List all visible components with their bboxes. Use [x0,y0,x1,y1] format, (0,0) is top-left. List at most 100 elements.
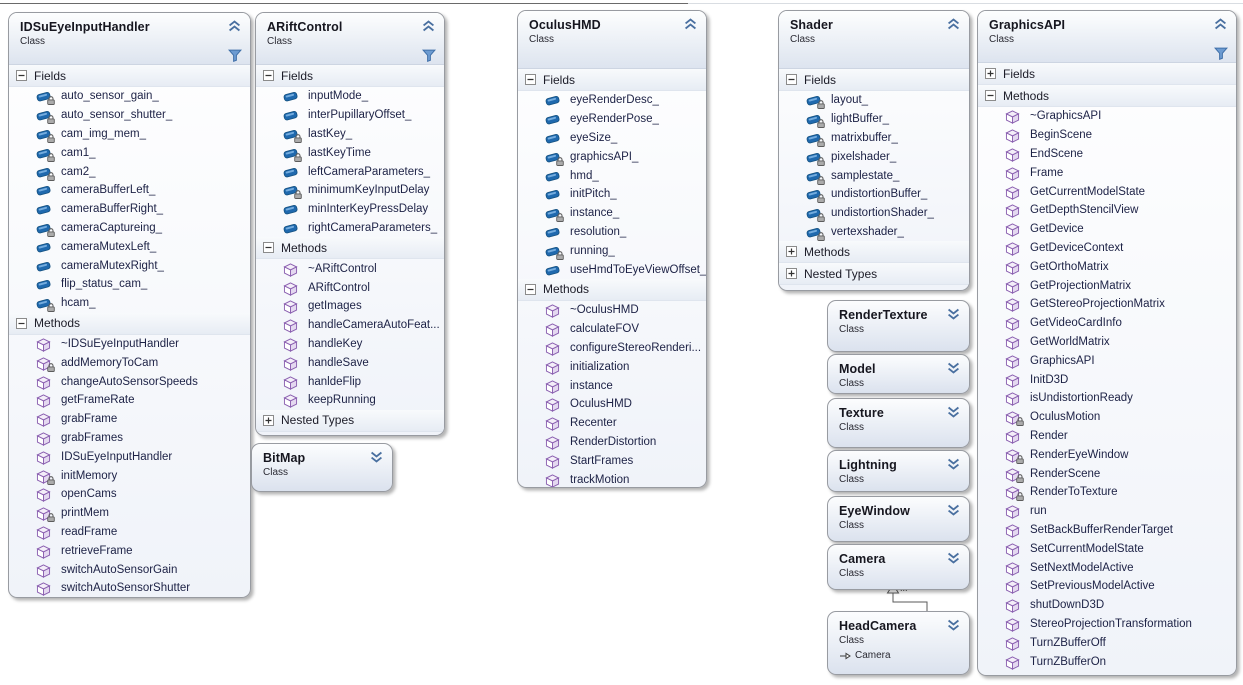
expand-chevron-icon[interactable] [946,362,961,374]
member-row[interactable]: samplestate_ [779,166,969,185]
expand-chevron-icon[interactable] [369,451,384,463]
member-row[interactable]: cam1_ [9,143,250,162]
member-row[interactable]: retrieveFrame [9,541,250,560]
member-row[interactable]: IDSuEyeInputHandler [9,447,250,466]
member-row[interactable]: flip_status_cam_ [9,275,250,294]
member-row[interactable]: ~GraphicsAPI [978,107,1236,126]
member-row[interactable]: vertexshader_ [779,223,969,242]
member-row[interactable]: instance [518,376,706,395]
member-row[interactable]: RenderEyeWindow [978,445,1236,464]
member-row[interactable]: switchAutoSensorGain [9,560,250,579]
section-header-nested-types[interactable]: Nested Types [256,409,444,432]
member-row[interactable]: auto_sensor_gain_ [9,87,250,106]
member-row[interactable]: GetCurrentModelState [978,182,1236,201]
collapse-chevron-icon[interactable] [946,18,961,30]
filter-funnel-icon[interactable] [422,49,436,62]
collapse-expander-icon[interactable] [525,74,536,85]
section-header-methods[interactable]: Methods [978,85,1236,107]
member-row[interactable]: getFrameRate [9,391,250,410]
section-header-methods[interactable]: Methods [779,241,969,264]
member-row[interactable]: grabFrame [9,410,250,429]
member-row[interactable]: GetDevice [978,220,1236,239]
member-row[interactable]: undistortionBuffer_ [779,185,969,204]
member-row[interactable]: addMemoryToCam [9,353,250,372]
member-row[interactable]: Render [978,427,1236,446]
collapse-expander-icon[interactable] [16,317,27,329]
member-row[interactable]: TurnZBufferOff [978,633,1236,652]
collapse-expander-icon[interactable] [263,70,274,81]
member-row[interactable]: hcam_ [9,294,250,313]
expand-expander-icon[interactable] [985,68,996,79]
expand-expander-icon[interactable] [786,268,797,280]
member-row[interactable]: grabFrames [9,429,250,448]
member-row[interactable]: StartFrames [518,451,706,470]
member-row[interactable]: openCams [9,485,250,504]
member-row[interactable]: shutDownD3D [978,596,1236,615]
expand-chevron-icon[interactable] [946,504,961,516]
member-row[interactable]: GetOrthoMatrix [978,257,1236,276]
member-row[interactable]: BeginScene [978,126,1236,145]
collapse-expander-icon[interactable] [525,283,536,295]
member-row[interactable]: initMemory [9,466,250,485]
member-row[interactable]: StereoProjectionTransformation [978,615,1236,634]
collapse-expander-icon[interactable] [263,242,274,254]
member-row[interactable]: cameraMutexRight_ [9,256,250,275]
member-row[interactable]: instance_ [518,204,706,223]
member-row[interactable]: layout_ [779,91,969,110]
member-row[interactable]: SetNextModelActive [978,558,1236,577]
collapse-chevron-icon[interactable] [227,20,242,32]
member-row[interactable]: GetProjectionMatrix [978,276,1236,295]
member-row[interactable]: hanldeFlip [256,372,444,391]
member-row[interactable]: readFrame [9,523,250,542]
member-row[interactable]: ARiftControl [256,278,444,297]
member-row[interactable]: SetPreviousModelActive [978,577,1236,596]
filter-funnel-icon[interactable] [228,49,242,62]
member-row[interactable]: interPupillaryOffset_ [256,106,444,125]
member-row[interactable]: matrixbuffer_ [779,129,969,148]
member-row[interactable]: eyeRenderPose_ [518,110,706,129]
expand-chevron-icon[interactable] [946,458,961,470]
member-row[interactable]: cameraBufferLeft_ [9,181,250,200]
expand-chevron-icon[interactable] [946,406,961,418]
member-row[interactable]: Recenter [518,414,706,433]
member-row[interactable]: minimumKeyInputDelay [256,181,444,200]
member-row[interactable]: GetDeviceContext [978,239,1236,258]
member-row[interactable]: configureStereoRenderi... [518,339,706,358]
member-row[interactable]: undistortionShader_ [779,204,969,223]
collapse-expander-icon[interactable] [985,90,996,101]
member-row[interactable]: SetBackBufferRenderTarget [978,521,1236,540]
expand-expander-icon[interactable] [263,414,274,426]
expand-chevron-icon[interactable] [946,619,961,631]
section-header-fields[interactable]: Fields [978,63,1236,85]
member-row[interactable]: eyeRenderDesc_ [518,91,706,110]
section-header-methods[interactable]: Methods [518,278,706,301]
collapse-chevron-icon[interactable] [683,18,698,30]
member-row[interactable]: pixelshader_ [779,147,969,166]
member-row[interactable]: RenderDistortion [518,433,706,452]
member-row[interactable]: initialization [518,357,706,376]
member-row[interactable]: GetDepthStencilView [978,201,1236,220]
member-row[interactable]: GetWorldMatrix [978,333,1236,352]
member-row[interactable]: leftCameraParameters_ [256,162,444,181]
member-row[interactable]: running_ [518,241,706,260]
member-row[interactable]: printMem [9,504,250,523]
member-row[interactable]: lastKeyTime [256,143,444,162]
member-row[interactable]: cameraBufferRight_ [9,200,250,219]
member-row[interactable]: OculusMotion [978,408,1236,427]
member-row[interactable]: TurnZBufferOn [978,652,1236,671]
member-row[interactable]: eyeSize_ [518,129,706,148]
